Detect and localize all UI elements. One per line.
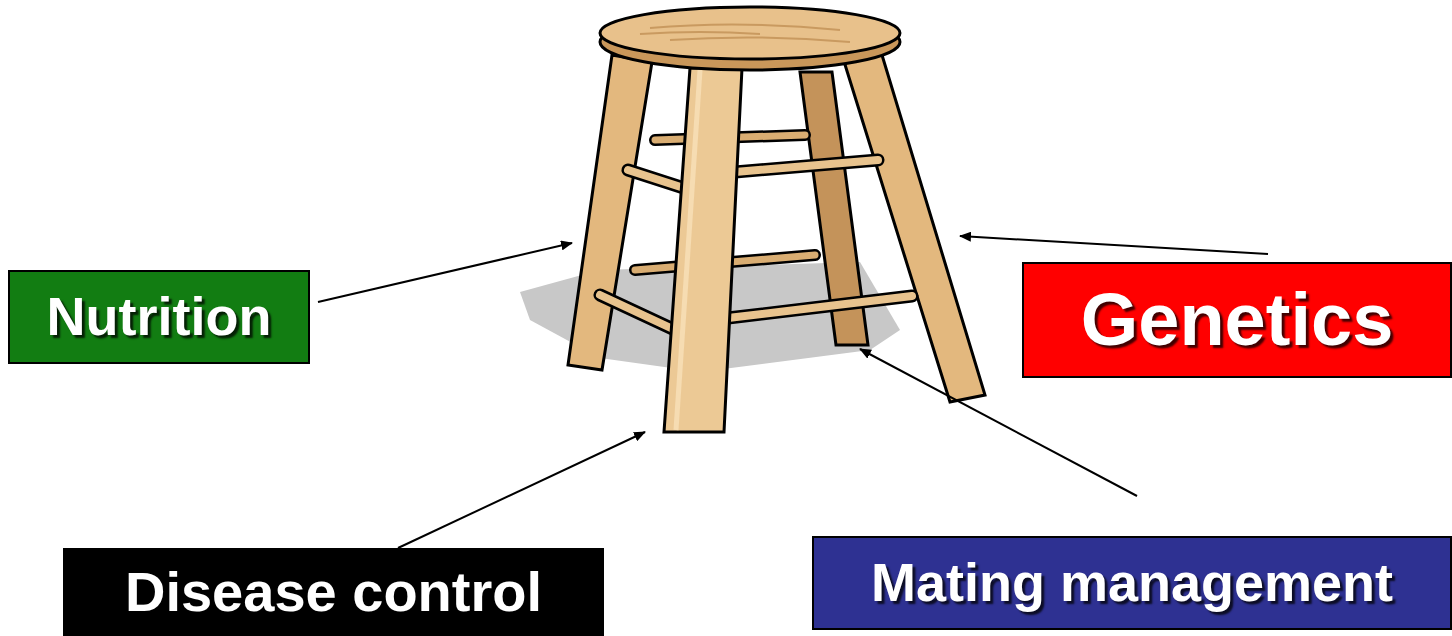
stool-front-leg bbox=[664, 68, 742, 432]
stool-left-leg bbox=[568, 55, 652, 370]
stool-front-leg-edge bbox=[676, 70, 700, 430]
label-text: Nutrition bbox=[47, 287, 272, 346]
stool-rung bbox=[735, 160, 878, 172]
label-box: Mating management bbox=[812, 536, 1452, 630]
leader-arrow bbox=[318, 243, 572, 302]
label-text: Genetics bbox=[1081, 279, 1394, 360]
label-text: Disease control bbox=[125, 561, 542, 623]
stool-rung bbox=[728, 296, 912, 318]
stool-rung bbox=[735, 160, 878, 172]
leader-arrow bbox=[398, 432, 645, 548]
label-box: Disease control bbox=[63, 548, 604, 636]
wood-grain bbox=[640, 24, 850, 42]
stool-rung bbox=[600, 295, 675, 330]
stool-rung bbox=[600, 295, 675, 330]
label-box: Genetics bbox=[1022, 262, 1452, 378]
label-text: Mating management bbox=[871, 553, 1393, 612]
leader-arrow bbox=[960, 236, 1268, 254]
stool-seat-top bbox=[600, 7, 900, 59]
stool-rung bbox=[728, 296, 912, 318]
label-box: Nutrition bbox=[8, 270, 310, 364]
